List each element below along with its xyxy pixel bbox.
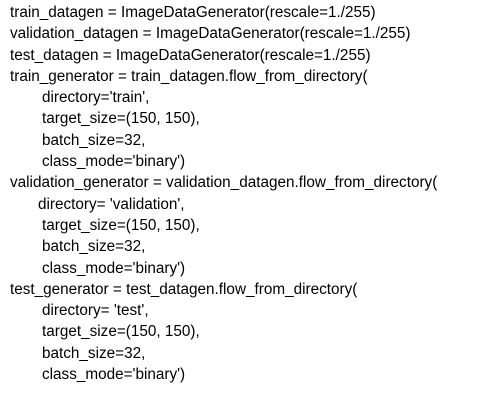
code-line: batch_size=32, bbox=[42, 238, 146, 256]
code-line: batch_size=32, bbox=[42, 131, 146, 149]
code-line: class_mode='binary') bbox=[42, 259, 186, 277]
code-line: class_mode='binary') bbox=[42, 153, 186, 171]
code-line: directory='train', bbox=[42, 89, 150, 107]
code-line: test_datagen = ImageDataGenerator(rescal… bbox=[10, 46, 371, 64]
code-line: directory= 'validation', bbox=[38, 195, 185, 213]
code-line: validation_datagen = ImageDataGenerator(… bbox=[10, 25, 411, 43]
code-line: test_generator = test_datagen.flow_from_… bbox=[10, 280, 358, 298]
code-line: target_size=(150, 150), bbox=[42, 323, 200, 341]
code-line: batch_size=32, bbox=[42, 344, 146, 362]
code-line: target_size=(150, 150), bbox=[42, 110, 200, 128]
code-line: train_generator = train_datagen.flow_fro… bbox=[10, 67, 368, 85]
code-line: train_datagen = ImageDataGenerator(resca… bbox=[10, 4, 376, 21]
code-line: target_size=(150, 150), bbox=[42, 216, 200, 234]
code-line: class_mode='binary') bbox=[42, 366, 186, 384]
code-line: validation_generator = validation_datage… bbox=[10, 174, 438, 192]
code-block: train_datagen = ImageDataGenerator(resca… bbox=[10, 2, 486, 385]
code-line: directory= 'test', bbox=[42, 302, 149, 320]
